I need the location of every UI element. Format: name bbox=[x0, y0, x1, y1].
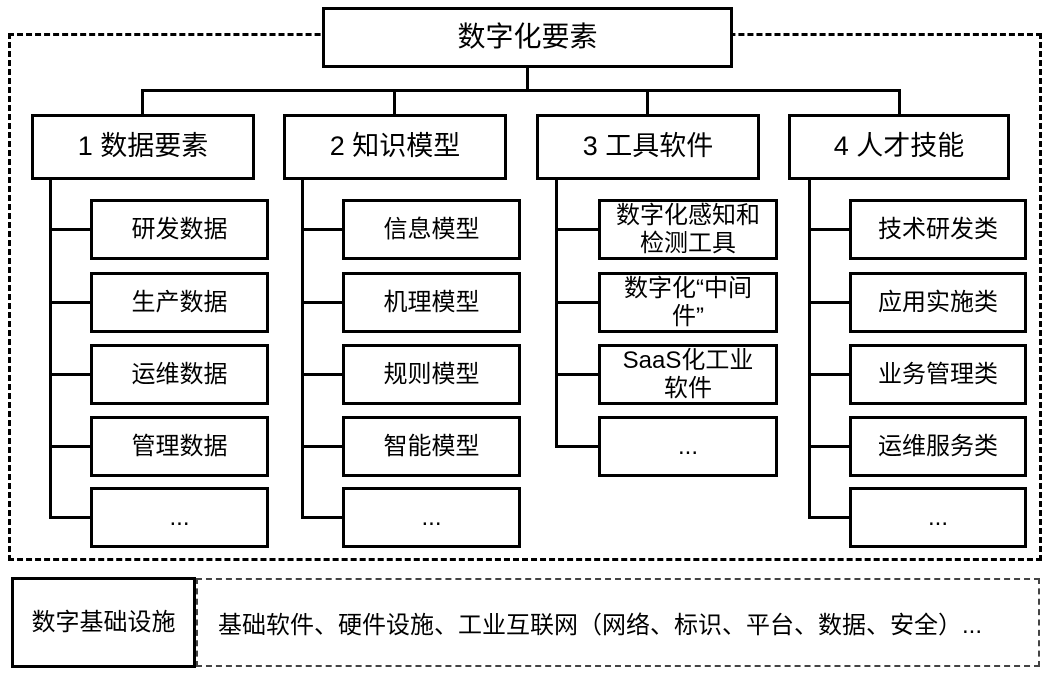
ellipsis-node: ... bbox=[598, 416, 778, 477]
branch-header-tool-software: 3 工具软件 bbox=[536, 114, 760, 180]
child-node: 运维服务类 bbox=[849, 416, 1027, 477]
connector-trunk-2 bbox=[301, 180, 304, 519]
child-node-label-line: 数字化“中间 bbox=[624, 274, 752, 302]
child-node: 运维数据 bbox=[90, 344, 269, 405]
child-node-label: 运维数据 bbox=[131, 360, 228, 388]
infrastructure-description-box: 基础软件、硬件设施、工业互联网（网络、标识、平台、数据、安全）... bbox=[196, 578, 1040, 667]
connector-tick bbox=[301, 445, 342, 448]
child-node-label-line: 件” bbox=[672, 302, 704, 330]
ellipsis-label: ... bbox=[169, 503, 190, 531]
child-node: 应用实施类 bbox=[849, 272, 1027, 333]
connector-tick bbox=[301, 301, 342, 304]
ellipsis-node: ... bbox=[849, 487, 1027, 548]
child-node: 业务管理类 bbox=[849, 344, 1027, 405]
connector-tick bbox=[808, 228, 849, 231]
ellipsis-label: ... bbox=[927, 503, 948, 531]
connector-tick bbox=[808, 445, 849, 448]
child-node: 信息模型 bbox=[342, 199, 521, 260]
infrastructure-label: 数字基础设施 bbox=[31, 608, 176, 636]
connector-tick bbox=[555, 373, 598, 376]
infrastructure-label-box: 数字基础设施 bbox=[11, 577, 196, 668]
branch-header-label: 3 工具软件 bbox=[582, 131, 714, 162]
connector-branch4-drop bbox=[898, 89, 901, 115]
ellipsis-node: ... bbox=[342, 487, 521, 548]
child-node-label: 规则模型 bbox=[383, 360, 480, 388]
child-node-label-line: 软件 bbox=[664, 374, 712, 402]
child-node-label: 管理数据 bbox=[131, 432, 228, 460]
child-node: SaaS化工业 软件 bbox=[598, 344, 778, 405]
child-node: 研发数据 bbox=[90, 199, 269, 260]
branch-header-knowledge-models: 2 知识模型 bbox=[283, 114, 507, 180]
child-node-label: 运维服务类 bbox=[878, 432, 998, 460]
branch-header-label: 2 知识模型 bbox=[329, 131, 461, 162]
connector-tick bbox=[555, 445, 598, 448]
child-node: 智能模型 bbox=[342, 416, 521, 477]
connector-branch3-drop bbox=[646, 89, 649, 115]
branch-header-talent-skills: 4 人才技能 bbox=[788, 114, 1010, 180]
child-node: 技术研发类 bbox=[849, 199, 1027, 260]
connector-tick bbox=[49, 445, 90, 448]
connector-trunk-1 bbox=[49, 180, 52, 519]
child-node-label: 业务管理类 bbox=[878, 360, 998, 388]
connector-branch2-drop bbox=[393, 89, 396, 115]
connector-tick bbox=[555, 228, 598, 231]
connector-tick bbox=[808, 373, 849, 376]
branch-header-label: 4 人才技能 bbox=[833, 131, 965, 162]
child-node-label-line: 数字化感知和 bbox=[616, 201, 760, 229]
connector-bus bbox=[141, 89, 901, 92]
child-node-label-line: 检测工具 bbox=[640, 229, 736, 257]
ellipsis-label: ... bbox=[421, 503, 442, 531]
child-node-label: 智能模型 bbox=[383, 432, 480, 460]
child-node-label: 应用实施类 bbox=[878, 288, 998, 316]
branch-header-label: 1 数据要素 bbox=[77, 131, 209, 162]
connector-root-drop bbox=[526, 67, 529, 91]
root-node-label: 数字化要素 bbox=[457, 21, 598, 53]
child-node: 数字化“中间 件” bbox=[598, 272, 778, 333]
child-node-label: 技术研发类 bbox=[878, 215, 998, 243]
root-node: 数字化要素 bbox=[322, 7, 733, 68]
connector-branch1-drop bbox=[141, 89, 144, 115]
child-node: 规则模型 bbox=[342, 344, 521, 405]
child-node: 生产数据 bbox=[90, 272, 269, 333]
connector-trunk-4 bbox=[808, 180, 811, 519]
ellipsis-label: ... bbox=[677, 432, 698, 460]
connector-tick bbox=[49, 301, 90, 304]
child-node: 管理数据 bbox=[90, 416, 269, 477]
child-node-label: 研发数据 bbox=[131, 215, 228, 243]
connector-tick bbox=[808, 516, 849, 519]
child-node: 机理模型 bbox=[342, 272, 521, 333]
connector-tick bbox=[49, 228, 90, 231]
child-node: 数字化感知和 检测工具 bbox=[598, 199, 778, 260]
connector-tick bbox=[301, 373, 342, 376]
child-node-label: 机理模型 bbox=[383, 288, 480, 316]
connector-trunk-3 bbox=[555, 180, 558, 448]
branch-header-data-elements: 1 数据要素 bbox=[31, 114, 255, 180]
connector-tick bbox=[555, 301, 598, 304]
child-node-label: 生产数据 bbox=[131, 288, 228, 316]
infrastructure-description: 基础软件、硬件设施、工业互联网（网络、标识、平台、数据、安全）... bbox=[218, 612, 983, 639]
connector-tick bbox=[301, 516, 342, 519]
child-node-label: 信息模型 bbox=[383, 215, 480, 243]
ellipsis-node: ... bbox=[90, 487, 269, 548]
connector-tick bbox=[49, 373, 90, 376]
connector-tick bbox=[808, 301, 849, 304]
connector-tick bbox=[49, 516, 90, 519]
child-node-label-line: SaaS化工业 bbox=[622, 346, 754, 374]
connector-tick bbox=[301, 228, 342, 231]
